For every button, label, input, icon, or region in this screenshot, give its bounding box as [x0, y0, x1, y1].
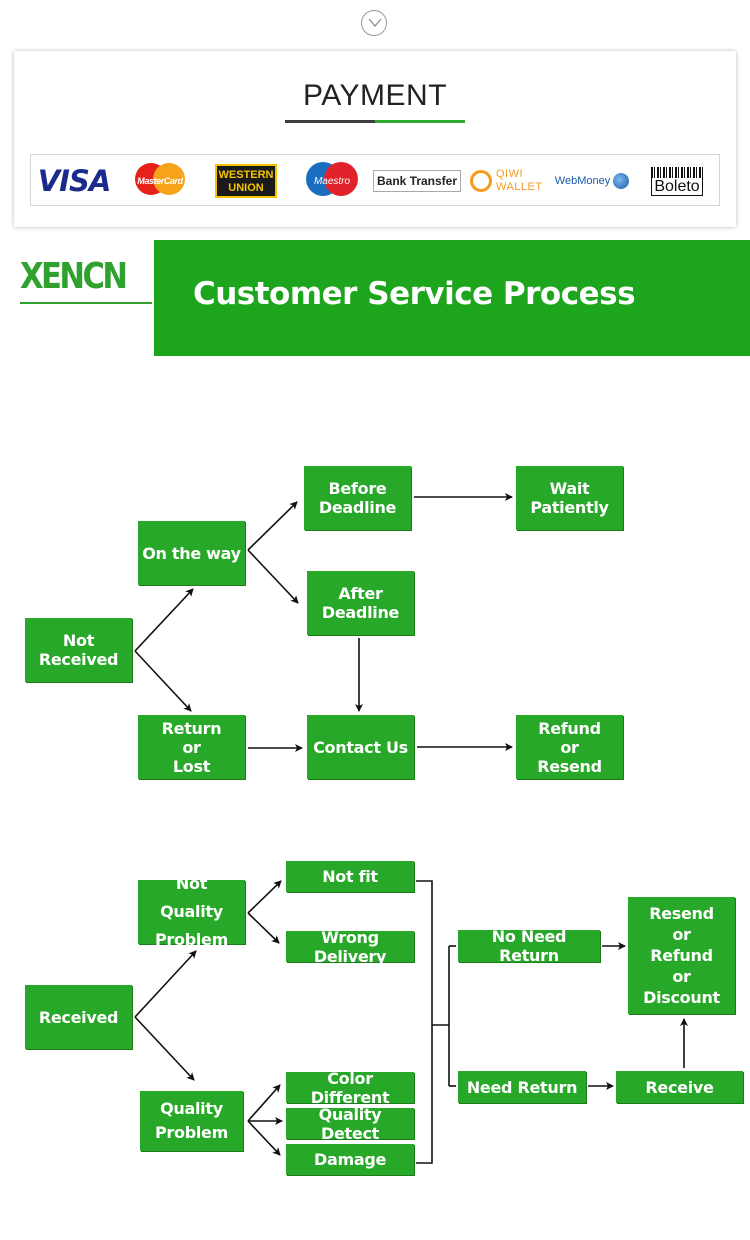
node-receive: Receive	[616, 1071, 743, 1103]
brand-name: XENCN	[20, 256, 128, 297]
mastercard-label: MasterCard	[137, 176, 183, 186]
arrow-notreceived-ontheway	[134, 588, 194, 652]
arrow-received-notquality	[134, 950, 197, 1018]
brand-logo: XENCN	[0, 240, 154, 356]
banner-title: Customer Service Process	[192, 276, 636, 312]
arrow-quality-color	[247, 1084, 281, 1122]
title-underline-green	[375, 120, 465, 123]
arrow-ontheway-before	[247, 501, 298, 551]
node-need-return: Need Return	[458, 1071, 586, 1103]
arrow-notquality-notfit	[247, 880, 282, 914]
barcode-icon	[651, 166, 703, 178]
bank-transfer-logo: Bank Transfer	[372, 155, 462, 207]
payment-logo-strip: VISA MasterCard WESTERN UNION Maestro Ba…	[30, 154, 720, 206]
node-not-fit: Not fit	[286, 861, 414, 892]
title-underline-dark	[285, 120, 375, 123]
scroll-down-chevron-icon[interactable]	[361, 10, 387, 36]
arrow-notquality-wrong	[247, 912, 280, 944]
node-damage: Damage	[286, 1144, 414, 1175]
maestro-label: Maestro	[313, 175, 351, 187]
visa-logo: VISA	[37, 164, 112, 198]
webmoney-label: WebMoney	[554, 175, 611, 187]
boleto-logo: Boleto	[648, 155, 706, 207]
webmoney-logo: WebMoney	[552, 155, 632, 207]
bank-transfer-label: Bank Transfer	[372, 170, 462, 192]
maestro-logo: Maestro	[305, 155, 359, 207]
arrow-received-quality	[134, 1016, 195, 1081]
western-union-logo: WESTERN UNION	[215, 155, 277, 207]
webmoney-globe-icon	[613, 173, 630, 189]
qiwi-label: QIWI WALLET	[496, 168, 543, 193]
arrow-notreceived-return	[134, 650, 192, 712]
mastercard-logo: MasterCard	[134, 155, 186, 207]
node-quality-detect: Quality Detect	[286, 1105, 414, 1143]
node-on-the-way: On the way	[138, 521, 245, 585]
node-no-need-return: No Need Return	[458, 927, 600, 965]
payment-panel: PAYMENT VISA MasterCard WESTERN UNION Ma…	[14, 51, 736, 227]
arrow-quality-damage	[247, 1120, 281, 1156]
payment-title: PAYMENT	[302, 79, 448, 112]
qiwi-wallet-logo: QIWI WALLET	[468, 155, 542, 207]
node-wrong-delivery: Wrong Delivery	[286, 928, 414, 966]
bracket-top	[416, 880, 433, 1164]
boleto-label: Boleto	[651, 177, 703, 196]
qiwi-icon	[470, 170, 492, 192]
section-banner: Customer Service Process	[154, 240, 750, 356]
node-color-different: Color Different	[286, 1069, 414, 1107]
western-union-label: WESTERN UNION	[215, 164, 277, 198]
node-contact-us: Contact Us	[307, 715, 414, 779]
brand-underline	[20, 302, 152, 304]
arrow-ontheway-after	[247, 549, 299, 604]
node-received: Received	[25, 985, 132, 1049]
